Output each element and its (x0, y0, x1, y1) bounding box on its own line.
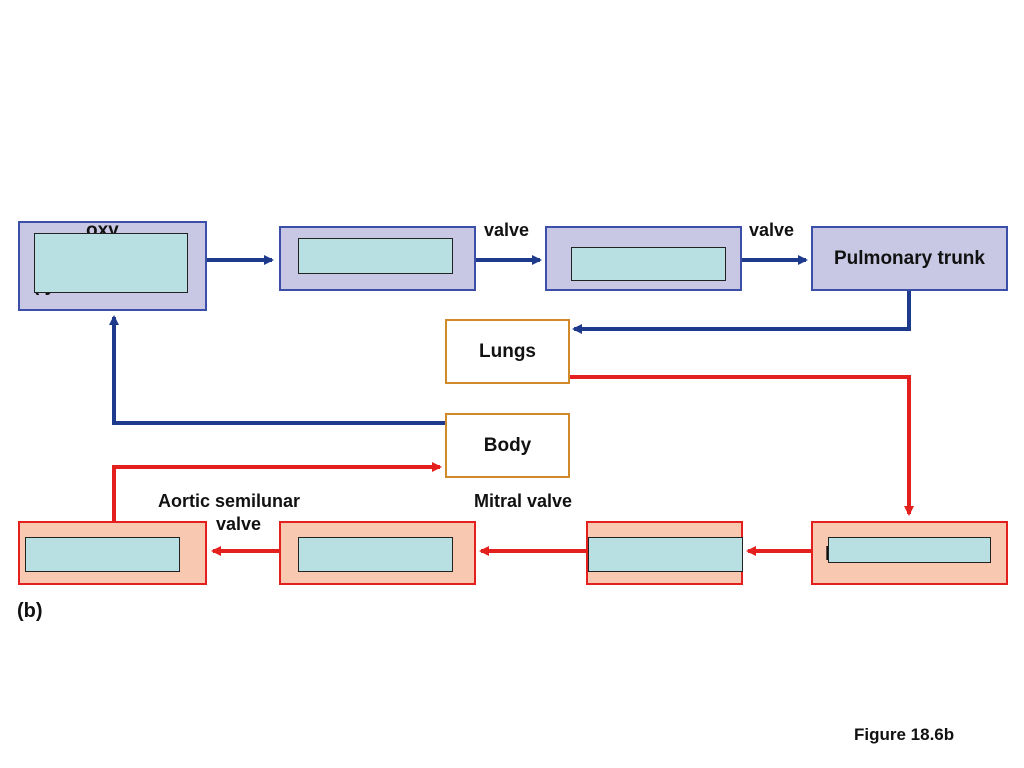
pulmonary-trunk-box: Pulmonary trunk (811, 226, 1008, 291)
answer-mask-left-ventricle (298, 537, 453, 572)
arrow-lungs-to-pulmonary-veins (569, 375, 914, 516)
arrow-aorta-to-body (112, 462, 442, 521)
lungs-box: Lungs (445, 319, 570, 384)
answer-mask-right-ventricle (298, 238, 453, 274)
tricuspid-valve-label: valve (484, 220, 530, 240)
pulmonary-valve-label: valve (749, 220, 795, 240)
aortic-semilunar-label-1: Aortic semilunar (158, 491, 301, 511)
arrow-trunk-to-lungs (572, 291, 911, 334)
answer-mask-pulmonary-veins (828, 537, 991, 563)
panel-label: (b) (17, 600, 43, 622)
answer-mask-right-atrium (34, 233, 188, 293)
arrow-body-to-right-atrium (109, 315, 446, 425)
pulmonary-trunk-label: Pulmonary trunk (834, 247, 985, 269)
answer-mask-aorta (25, 537, 180, 572)
lungs-label: Lungs (479, 340, 536, 362)
answer-mask-left-atrium (588, 537, 743, 572)
answer-mask-right-ventricle-2 (571, 247, 726, 281)
aortic-semilunar-label-2: valve (216, 514, 262, 534)
mitral-valve-label: Mitral valve (474, 491, 573, 511)
body-box: Body (445, 413, 570, 478)
partial-text-top: oxy (86, 223, 146, 233)
body-label: Body (483, 434, 532, 456)
figure-caption: Figure 18.6b (854, 725, 955, 744)
